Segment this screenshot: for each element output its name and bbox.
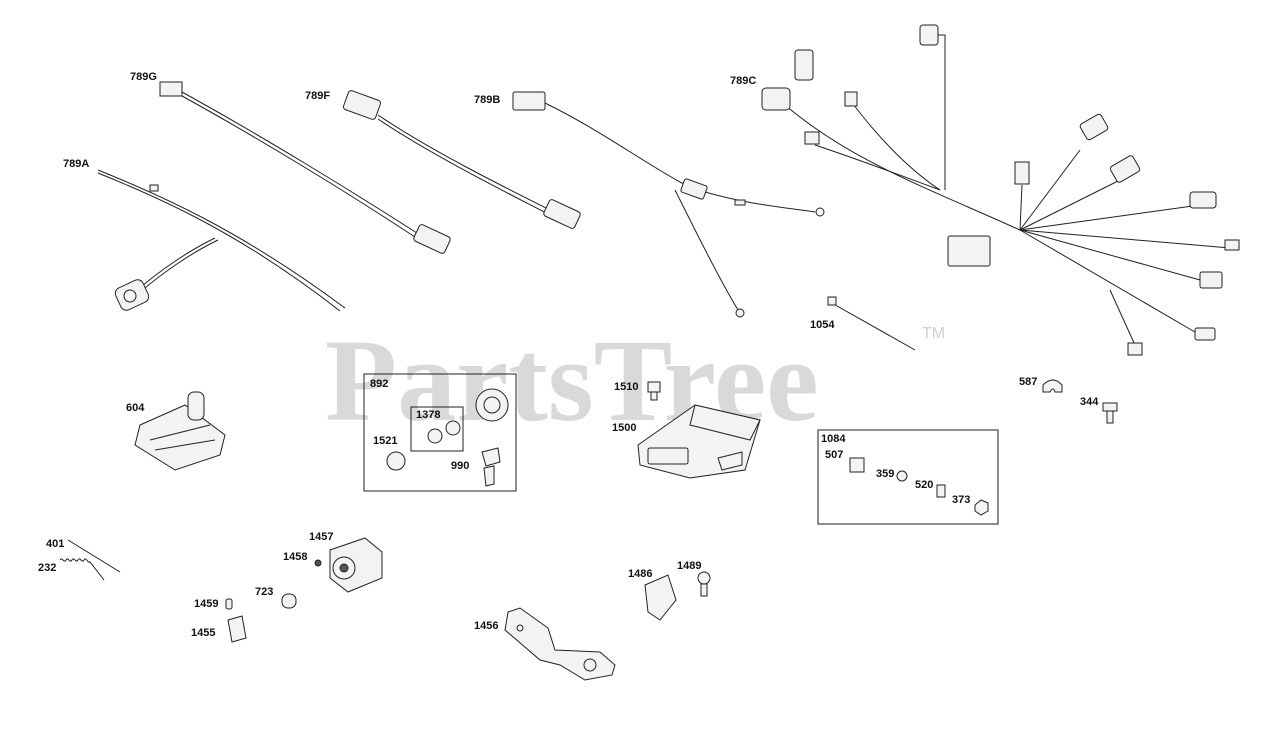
spacer-723[interactable] bbox=[281, 593, 297, 609]
label-507[interactable]: 507 bbox=[825, 449, 843, 461]
motor-1457[interactable] bbox=[329, 537, 383, 593]
label-789C[interactable]: 789C bbox=[730, 75, 756, 87]
label-520[interactable]: 520 bbox=[915, 479, 933, 491]
rod-401[interactable] bbox=[67, 539, 121, 573]
label-1459[interactable]: 1459 bbox=[194, 598, 218, 610]
label-789G[interactable]: 789G bbox=[130, 71, 157, 83]
kit-box-1084 bbox=[817, 429, 999, 525]
washer-1378[interactable] bbox=[445, 420, 461, 436]
key-990[interactable] bbox=[481, 447, 501, 487]
bolt-1510[interactable] bbox=[647, 381, 661, 401]
clip-587[interactable] bbox=[1042, 379, 1063, 393]
screw-1458[interactable] bbox=[314, 559, 322, 567]
harness-789C[interactable] bbox=[761, 24, 1240, 356]
harness-789F[interactable] bbox=[342, 90, 582, 230]
label-1489[interactable]: 1489 bbox=[677, 560, 701, 572]
harness-789G[interactable] bbox=[159, 81, 451, 254]
label-232[interactable]: 232 bbox=[38, 562, 56, 574]
label-1456[interactable]: 1456 bbox=[474, 620, 498, 632]
harness-789B[interactable] bbox=[512, 91, 825, 318]
boot-604[interactable] bbox=[134, 391, 226, 471]
label-990[interactable]: 990 bbox=[451, 460, 469, 472]
label-723[interactable]: 723 bbox=[255, 586, 273, 598]
label-1486[interactable]: 1486 bbox=[628, 568, 652, 580]
label-1500[interactable]: 1500 bbox=[612, 422, 636, 434]
washer-359[interactable] bbox=[896, 470, 908, 482]
ignition-switch[interactable] bbox=[475, 388, 509, 422]
watermark-trademark: TM bbox=[922, 325, 945, 342]
label-789A[interactable]: 789A bbox=[63, 158, 89, 170]
bolt-344[interactable] bbox=[1102, 402, 1118, 424]
clip-520[interactable] bbox=[936, 484, 946, 498]
spring-232[interactable] bbox=[59, 558, 105, 581]
label-1054[interactable]: 1054 bbox=[810, 319, 835, 331]
bolt-1489[interactable] bbox=[697, 571, 711, 597]
label-401[interactable]: 401 bbox=[46, 538, 64, 550]
label-604[interactable]: 604 bbox=[126, 402, 145, 414]
label-1084[interactable]: 1084 bbox=[821, 433, 846, 445]
label-892[interactable]: 892 bbox=[370, 378, 388, 390]
bracket-1455[interactable] bbox=[227, 615, 247, 643]
bracket-1456[interactable] bbox=[504, 607, 616, 681]
nut-1378[interactable] bbox=[427, 428, 443, 444]
label-1455[interactable]: 1455 bbox=[191, 627, 215, 639]
nut-373[interactable] bbox=[974, 499, 989, 516]
label-789B[interactable]: 789B bbox=[474, 94, 500, 106]
label-1510[interactable]: 1510 bbox=[614, 381, 638, 393]
sensor-507[interactable] bbox=[849, 457, 865, 473]
label-359[interactable]: 359 bbox=[876, 468, 894, 480]
pin-1459[interactable] bbox=[225, 598, 233, 610]
kit-box-1378 bbox=[410, 406, 464, 452]
label-789F[interactable]: 789F bbox=[305, 90, 330, 102]
label-1458[interactable]: 1458 bbox=[283, 551, 307, 563]
kit-box-892 bbox=[363, 373, 517, 492]
label-1521[interactable]: 1521 bbox=[373, 435, 397, 447]
label-587[interactable]: 587 bbox=[1019, 376, 1037, 388]
nut-1521[interactable] bbox=[386, 451, 406, 471]
control-module-1500[interactable] bbox=[637, 404, 761, 479]
cable-tie-1054[interactable] bbox=[827, 296, 916, 351]
label-1457[interactable]: 1457 bbox=[309, 531, 333, 543]
sensor-1486[interactable] bbox=[644, 574, 677, 621]
label-1378[interactable]: 1378 bbox=[416, 409, 440, 421]
harness-789A[interactable] bbox=[97, 169, 346, 312]
label-344[interactable]: 344 bbox=[1080, 396, 1099, 408]
label-373[interactable]: 373 bbox=[952, 494, 970, 506]
